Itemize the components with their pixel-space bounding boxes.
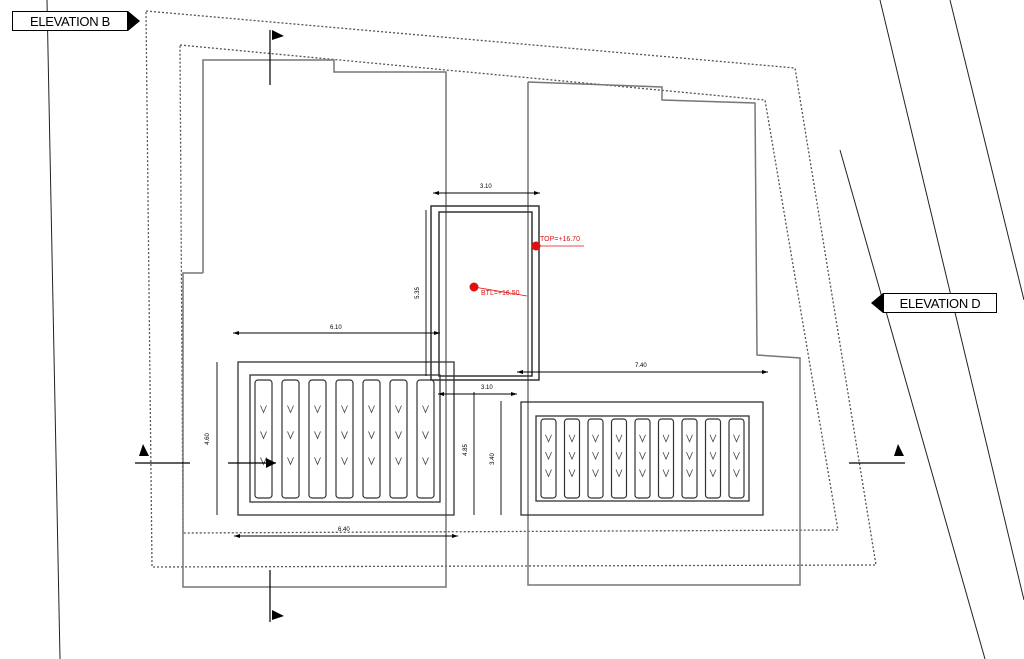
parking-slot [335, 379, 354, 499]
slot-chevron [592, 434, 599, 443]
parking-slot [389, 379, 408, 499]
dim-mid-height: 4.85 [462, 444, 469, 456]
slot-chevron [639, 451, 646, 461]
slot-chevron [422, 457, 429, 466]
dim-left-height: 4.60 [204, 433, 211, 445]
parking-slot [563, 418, 581, 499]
parking-slots-left [254, 379, 435, 499]
slot-chevron [260, 457, 267, 466]
parking-slot [540, 418, 557, 499]
parking-slot [728, 418, 745, 499]
section-markers [135, 30, 905, 622]
parking-slot [587, 418, 604, 499]
elevation-b-tag[interactable]: ELEVATION B [12, 11, 128, 31]
slot-chevron [422, 405, 429, 414]
level-markers [469, 241, 584, 297]
slot-chevron [709, 469, 717, 478]
slot-chevron [615, 451, 623, 461]
dim-right-width: 7.40 [635, 363, 647, 369]
slot-chevron [686, 451, 693, 461]
parking-slot [362, 379, 381, 499]
level-top: TOP=+16.70 [540, 236, 580, 243]
slot-chevron [341, 457, 348, 466]
boundary-lines [46, 0, 1024, 659]
slot-chevron [260, 431, 267, 440]
slot-chevron [545, 434, 552, 443]
dimension-arrowheads [233, 191, 768, 538]
slot-chevron [686, 469, 693, 478]
slot-chevron [368, 405, 375, 414]
slot-chevron [260, 405, 267, 414]
slot-chevron [639, 434, 646, 443]
slot-chevron [568, 434, 576, 443]
slot-chevron [545, 469, 552, 478]
parking-slots-right [540, 418, 745, 499]
level-bottom: BTL=+16.50 [481, 290, 520, 297]
slot-chevron [314, 405, 321, 414]
slot-chevron [287, 431, 294, 440]
slot-chevron [733, 469, 740, 478]
slot-chevron [615, 434, 623, 443]
slot-chevron [639, 469, 646, 478]
slot-chevron [592, 451, 599, 461]
slot-chevron [662, 434, 670, 443]
slot-chevron [733, 434, 740, 443]
water-tank [430, 205, 540, 381]
dimension-lines [216, 192, 768, 537]
parking-bay-right [520, 401, 764, 516]
slot-chevron [568, 451, 576, 461]
slot-chevron [368, 431, 375, 440]
slot-chevron [314, 457, 321, 466]
slot-chevron [733, 451, 740, 461]
dim-tank-height: 5.35 [414, 287, 421, 299]
slot-chevron [314, 431, 321, 440]
slot-chevron [615, 469, 623, 478]
slot-chevron [368, 457, 375, 466]
slot-chevron [686, 434, 693, 443]
parking-slot [657, 418, 675, 499]
slot-chevron [341, 431, 348, 440]
slot-chevron [592, 469, 599, 478]
slot-chevron [662, 451, 670, 461]
slot-chevron [709, 451, 717, 461]
parking-slot [308, 379, 327, 499]
parking-slot [281, 379, 300, 499]
dim-right-height: 3.40 [489, 453, 496, 465]
slot-chevron [395, 405, 402, 414]
dim-mid-width: 3.10 [481, 385, 493, 391]
dim-top-width: 3.10 [480, 184, 492, 190]
parking-slot [610, 418, 628, 499]
slot-chevron [662, 469, 670, 478]
slot-chevron [568, 469, 576, 478]
slot-chevron [395, 457, 402, 466]
section-marker-flags [139, 30, 904, 620]
parking-slot [634, 418, 651, 499]
elevation-d-label: ELEVATION D [899, 295, 981, 311]
dim-bottom-width: 6.40 [338, 527, 350, 533]
parking-slot [416, 379, 435, 499]
slot-chevron [545, 451, 552, 461]
elevation-d-arrow-icon [871, 293, 883, 313]
slot-chevron [287, 457, 294, 466]
slot-chevron [395, 431, 402, 440]
slot-chevron [422, 431, 429, 440]
dim-left-width: 6.10 [330, 325, 342, 331]
parking-bay-left [237, 361, 455, 516]
building-outline [182, 59, 801, 588]
slot-chevron [341, 405, 348, 414]
elevation-b-label: ELEVATION B [29, 13, 111, 29]
parking-slot [681, 418, 698, 499]
elevation-b-arrow-icon [128, 11, 140, 31]
slot-chevron [287, 405, 294, 414]
dotted-outline [145, 10, 877, 568]
slot-chevron [709, 434, 717, 443]
parking-slot [704, 418, 722, 499]
elevation-d-tag[interactable]: ELEVATION D [883, 293, 997, 313]
parking-slot [254, 379, 273, 499]
